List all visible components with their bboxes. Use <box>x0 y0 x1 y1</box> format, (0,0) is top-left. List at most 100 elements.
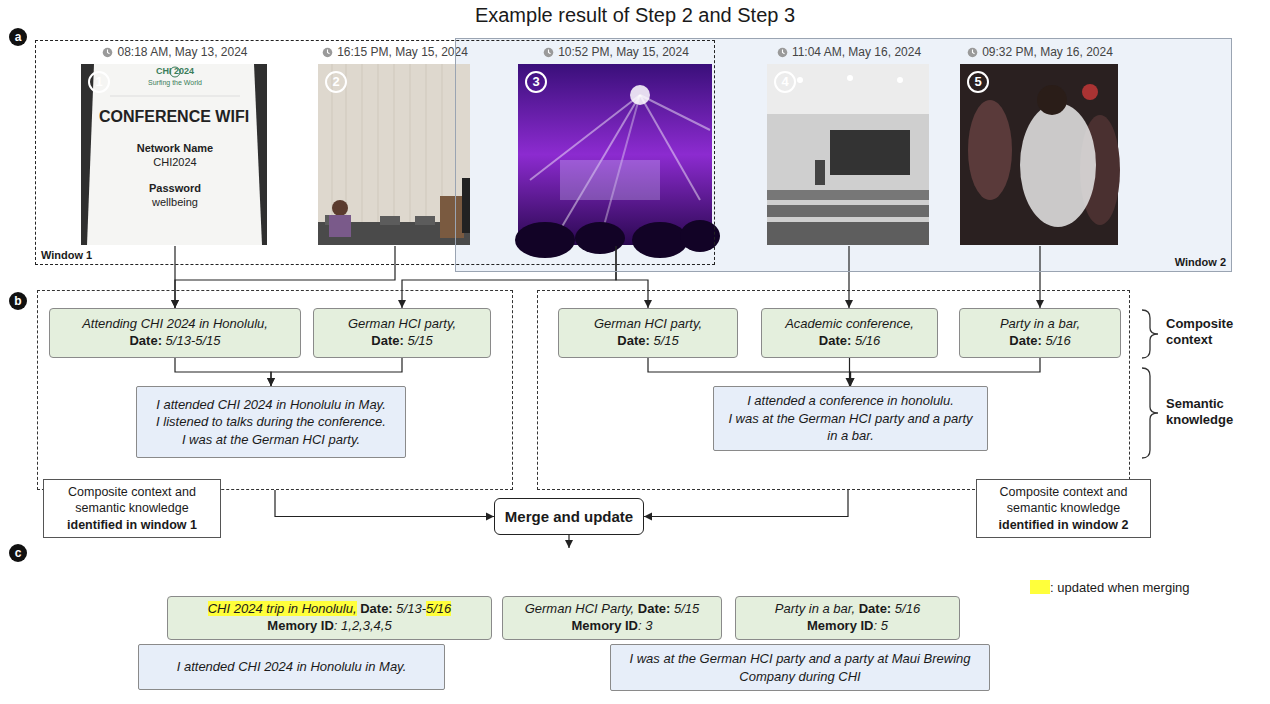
connector-arrow <box>568 535 569 548</box>
illustration-part <box>380 216 400 225</box>
connector-arrow <box>616 246 648 308</box>
callout-number-holder: 3 <box>525 71 547 93</box>
box-text: German HCI party, <box>348 316 456 331</box>
connector-arrow <box>848 246 849 308</box>
row-label-holder: Semantic knowledge <box>1166 396 1261 429</box>
illustration-part <box>462 178 470 233</box>
timestamp: 11:04 AM, May 16, 2024 <box>748 45 950 63</box>
window-label: Window 2 <box>1175 256 1226 268</box>
sign-text: Network Name <box>95 142 255 154</box>
illustration-part <box>680 220 720 252</box>
timestamp: 10:52 PM, May 15, 2024 <box>499 45 733 63</box>
illustration-part <box>378 64 379 222</box>
sign-text-holder: wellbeing <box>95 196 255 208</box>
clock-hands <box>108 50 110 54</box>
row-label: Semantic knowledge <box>1166 396 1261 429</box>
legend-row: : updated when merging <box>1030 580 1189 595</box>
sign-text: wellbeing <box>95 196 255 208</box>
illustration-part <box>830 130 910 175</box>
callout-number: 1 <box>88 71 110 93</box>
box-text: Party in a bar, <box>775 601 855 616</box>
illustration-part <box>362 64 363 222</box>
clock-face <box>968 48 978 58</box>
brace <box>1142 368 1158 458</box>
sign-text: CHI2024 <box>95 156 255 168</box>
box-text: 5/15 <box>674 601 699 616</box>
sign-text-holder: CHI 2024 <box>95 66 255 76</box>
illustration-part <box>415 216 435 225</box>
clock-face <box>323 48 333 58</box>
text-line: Academic conference, <box>785 316 914 333</box>
semantic-knowledge-box: I was at the German HCI party and a part… <box>610 644 990 691</box>
callout-box: Composite context and semantic knowledge… <box>976 479 1151 538</box>
illustration-part <box>968 100 1012 200</box>
box-text: 5/16 <box>855 333 880 348</box>
box-text: German HCI Party, <box>525 601 635 616</box>
sign-text-holder: Surfing the World <box>95 79 255 86</box>
illustration-part <box>640 95 710 130</box>
callout-number: 3 <box>525 71 547 93</box>
illustration-part <box>630 85 650 105</box>
timestamp: 09:32 PM, May 16, 2024 <box>941 45 1139 63</box>
timestamp-text: 16:15 PM, May 15, 2024 <box>337 45 468 59</box>
process-box: Merge and update <box>494 498 644 535</box>
photo-wifi-sign <box>81 64 267 245</box>
illustration-part <box>87 64 262 245</box>
illustration-part <box>329 215 351 237</box>
text-line: Date:5/15 <box>617 333 678 350</box>
knowledge-text: I attended CHI 2024 in Honolulu in May. <box>156 396 386 414</box>
illustration-part <box>1020 103 1096 227</box>
box-text: Attending CHI 2024 in Honolulu, <box>82 316 268 331</box>
connector-arrow <box>271 358 402 386</box>
panel-letter: a <box>9 28 27 46</box>
connector-arrow <box>644 490 848 517</box>
composite-context-box: Party in a bar,Date:5/16Memory ID: 5 <box>735 596 960 640</box>
clock-icon <box>777 47 788 58</box>
composite-context-box: CHI 2024 trip in Honolulu,Date:5/13-5/16… <box>167 596 492 640</box>
sign-text: Password <box>95 182 255 194</box>
sign-text-holder: CONFERENCE WIFI <box>88 108 260 126</box>
illustration-part <box>426 64 427 222</box>
legend-swatch <box>1030 580 1050 594</box>
connector-arrow <box>275 490 494 517</box>
clock-hands <box>782 50 784 54</box>
window-label: Window 1 <box>41 249 92 261</box>
illustration-part <box>897 77 903 83</box>
photo-conference-hall <box>767 64 929 245</box>
illustration-part <box>847 75 853 81</box>
sign-text-holder: Network Name <box>95 142 255 154</box>
box-text: Date: <box>360 601 393 616</box>
illustration-part <box>394 64 395 222</box>
text-line: Date:5/16 <box>819 333 880 350</box>
illustration-part <box>1082 84 1098 100</box>
diagram-title: Example result of Step 2 and Step 3 <box>0 4 1270 27</box>
timestamp-text: 09:32 PM, May 16, 2024 <box>982 45 1113 59</box>
box-text: Memory ID <box>267 618 333 633</box>
text-line: Date:5/15 <box>371 333 432 350</box>
knowledge-text: I was at the German HCI party. <box>182 431 360 449</box>
box-text: Merge and update <box>505 508 633 525</box>
row-label: Composite context <box>1166 316 1261 349</box>
callout-number-holder: 4 <box>774 71 796 93</box>
clock-face <box>544 48 554 58</box>
callout-text: Composite context and semantic knowledge <box>50 484 214 517</box>
sign-text: Surfing the World <box>95 79 255 86</box>
illustration-part <box>518 64 712 245</box>
callout-text: identified in window 1 <box>50 517 214 533</box>
box-text: Academic conference, <box>785 316 914 331</box>
illustration-part <box>767 205 929 217</box>
panel-letter-holder: a <box>9 27 27 46</box>
box-text: 5/16 <box>1045 333 1070 348</box>
composite-context-box: German HCI Party,Date:5/15Memory ID: 3 <box>502 596 722 640</box>
box-text: Date: <box>129 333 162 348</box>
illustration-part <box>632 222 688 258</box>
clock-icon <box>102 47 113 58</box>
callout-number-holder: 2 <box>325 71 347 93</box>
semantic-knowledge-box: I attended CHI 2024 in Honolulu in May. I… <box>136 386 406 458</box>
box-text: Memory ID <box>807 618 873 633</box>
box-text: 5/13-5/15 <box>166 333 221 348</box>
composite-context-box: Academic conference, Date:5/16 <box>761 308 938 358</box>
illustration-part <box>515 222 575 258</box>
text-line: Party in a bar,Date:5/16 <box>775 601 920 618</box>
callout-number-holder: 5 <box>967 71 989 93</box>
